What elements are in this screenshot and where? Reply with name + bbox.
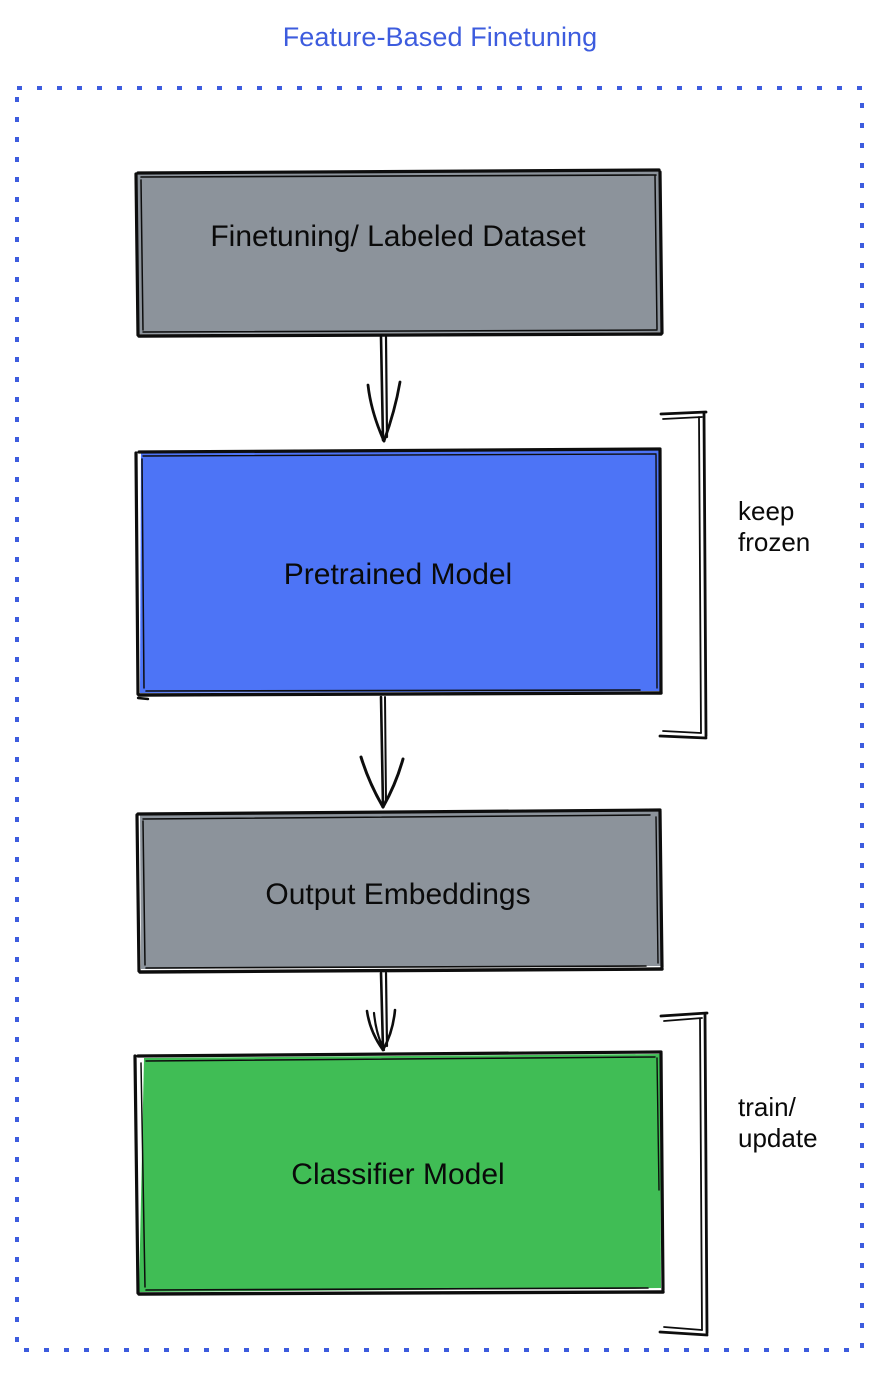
bracket-label-keep-frozen: keep frozen — [738, 496, 811, 557]
node-pretrained-model[interactable] — [134, 447, 663, 701]
dotted-frame — [15, 86, 864, 1352]
node-output-embeddings[interactable] — [135, 808, 664, 974]
arrow-embeddings-to-classifier — [365, 971, 397, 1052]
keep-frozen-bracket — [658, 410, 708, 740]
arrow-pretrained-to-embeddings — [359, 695, 405, 809]
page-title: Feature-Based Finetuning — [282, 22, 598, 52]
train-update-bracket — [658, 1011, 709, 1337]
bracket-label-train-update: train/ update — [738, 1092, 818, 1153]
node-finetuning-dataset[interactable] — [134, 168, 664, 338]
arrow-dataset-to-pretrained — [366, 335, 402, 443]
node-classifier-model[interactable] — [133, 1050, 665, 1296]
